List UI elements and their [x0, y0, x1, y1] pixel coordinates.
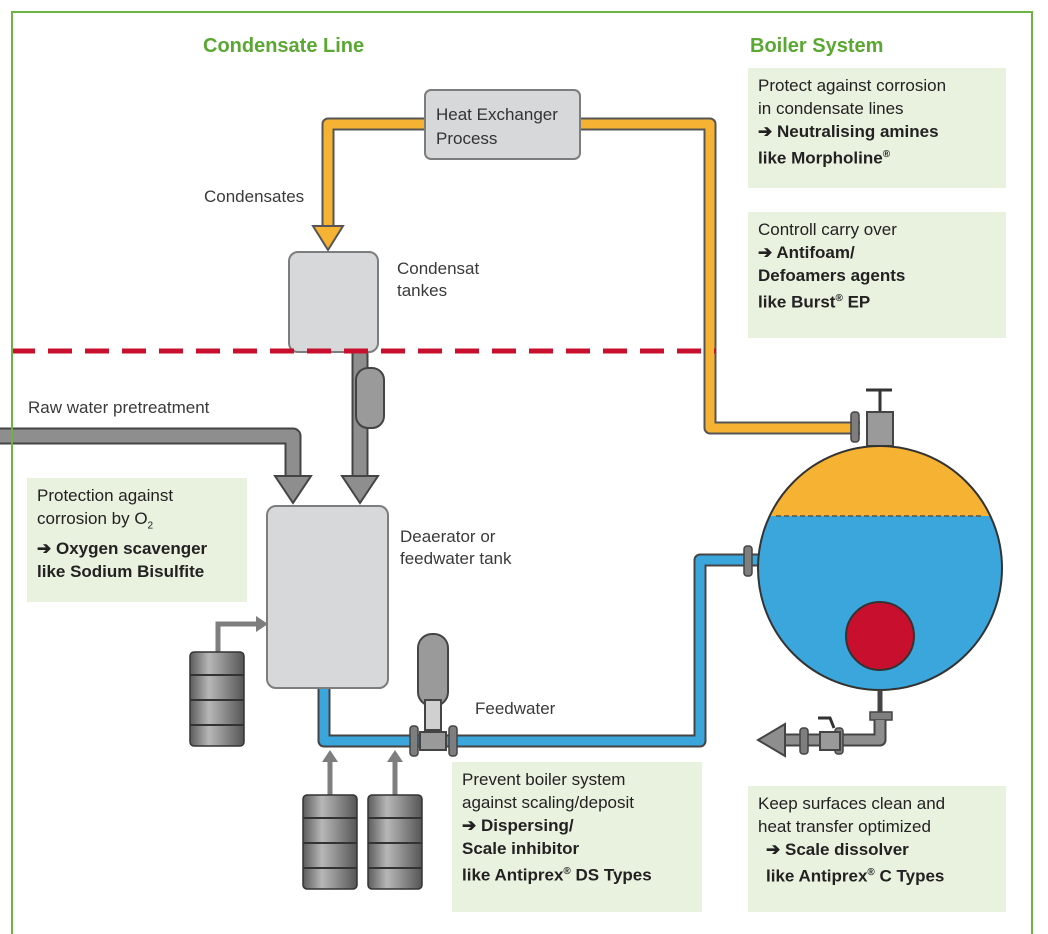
heat-exchanger-box: Heat Exchanger Process — [424, 89, 581, 160]
grey-pipes — [0, 350, 385, 505]
condensate-tank — [288, 251, 379, 353]
subscript: 2 — [147, 520, 154, 532]
box-product: ➔ Dispersing/ — [462, 814, 694, 837]
scale-dissolver-box: Keep surfaces clean and heat transfer op… — [748, 786, 1006, 912]
box-product: ➔ Antifoam/ — [758, 241, 998, 264]
product-name: like Sodium Bisulfite — [37, 562, 205, 582]
registered-mark: ® — [563, 866, 571, 877]
registered-mark: ® — [867, 867, 875, 878]
chemical-drum — [367, 794, 423, 890]
scale-inhibitor-box: Prevent boiler system against scaling/de… — [452, 762, 702, 912]
condensat-tanks-label: Condensat tankes — [397, 258, 479, 302]
injection-lines — [215, 616, 403, 795]
product-name: Oxygen scavenger — [55, 539, 208, 559]
condensate-line-header: Condensate Line — [203, 35, 365, 57]
box-product: like Morpholine® — [758, 143, 998, 170]
condensat-tanks-label-line: tankes — [397, 281, 448, 300]
chemical-drum — [189, 651, 245, 747]
deaerator-label-line: feedwater tank — [400, 549, 512, 568]
registered-mark: ® — [882, 149, 891, 160]
deaerator-tank — [266, 505, 389, 689]
condensate-return-pipe — [311, 117, 860, 435]
burner-tube — [845, 601, 915, 671]
product-name: like Antiprex — [766, 866, 868, 886]
arrow-icon: ➔ — [37, 539, 52, 559]
box-product: ➔ Neutralising amines — [758, 120, 998, 143]
heat-exchanger-label: Heat Exchanger — [436, 105, 558, 124]
product-name: Dispersing/ — [480, 816, 574, 835]
box-product: like Antiprex® C Types — [758, 861, 998, 888]
product-name: EP — [842, 292, 871, 312]
box-text: corrosion by O2 — [37, 507, 239, 537]
feedwater-pipe — [317, 545, 760, 748]
box-text: heat transfer optimized — [758, 817, 931, 836]
arrow-icon: ➔ — [462, 816, 477, 835]
box-text: in condensate lines — [758, 99, 904, 118]
product-name: DS Types — [570, 865, 652, 885]
box-product: like Antiprex® DS Types — [462, 860, 694, 887]
product-name: Defoamers agents — [758, 266, 906, 285]
deaerator-label-line: Deaerator or — [400, 527, 496, 546]
raw-water-label: Raw water pretreatment — [28, 398, 210, 417]
box-product: ➔ Oxygen scavenger — [37, 537, 239, 560]
condensat-tanks-label-line: Condensat — [397, 259, 480, 278]
amines-treatment-box: Protect against corrosion in condensate … — [748, 68, 1006, 188]
product-name: like Morpholine — [758, 148, 883, 168]
box-text: Protect against corrosion — [758, 76, 947, 95]
arrow-icon: ➔ — [758, 243, 773, 262]
box-text: Keep surfaces clean and — [758, 794, 946, 813]
box-text: corrosion by O — [37, 509, 148, 528]
blowdown-line — [756, 690, 893, 758]
diagram-frame — [11, 11, 1033, 934]
heat-exchanger-label: Process — [436, 129, 498, 148]
arrow-icon: ➔ — [766, 840, 781, 859]
product-name: C Types — [874, 866, 945, 886]
product-name: Neutralising amines — [776, 122, 939, 141]
boiler-system-header: Boiler System — [750, 35, 884, 57]
arrow-icon: ➔ — [758, 122, 773, 141]
box-product: like Burst® EP — [758, 287, 998, 314]
feedwater-label: Feedwater — [475, 699, 556, 718]
feedwater-pump — [409, 633, 458, 757]
product-name: Scale dissolver — [784, 840, 909, 859]
condensate-pump — [355, 367, 385, 429]
box-text: against scaling/deposit — [462, 793, 635, 812]
antifoam-treatment-box: Controll carry over ➔ Antifoam/ Defoamer… — [748, 212, 1006, 338]
deaerator-label: Deaerator or feedwater tank — [400, 526, 512, 570]
condensate-flow-arrow — [311, 225, 345, 252]
condensates-label: Condensates — [204, 187, 305, 206]
oxygen-scavenger-box: Protection against corrosion by O2 ➔ Oxy… — [27, 478, 247, 602]
product-name: like Antiprex — [462, 865, 564, 885]
product-name: Scale inhibitor — [462, 839, 580, 858]
box-text: Prevent boiler system — [462, 770, 626, 789]
registered-mark: ® — [835, 293, 843, 304]
box-text: Protection against — [37, 486, 174, 505]
chemical-drum — [302, 794, 358, 890]
product-name: Antifoam/ — [776, 243, 855, 262]
box-text: Controll carry over — [758, 220, 897, 239]
box-product: ➔ Scale dissolver — [758, 838, 998, 861]
product-name: like Burst — [758, 292, 836, 312]
